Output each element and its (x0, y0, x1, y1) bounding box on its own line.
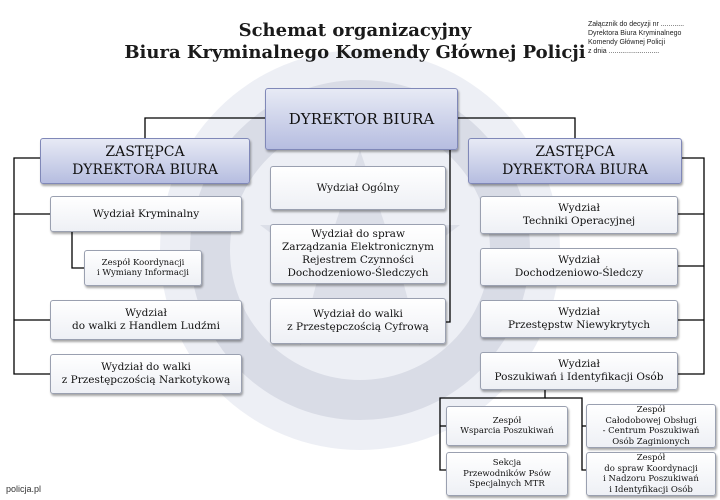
box-line: Zespół (636, 405, 666, 415)
box-line: i Wymiany Informacji (97, 268, 189, 278)
unit-box-zespol-koordynacji: Zespół Koordynacji i Wymiany Informacji (84, 250, 202, 286)
box-line: Poszukiwań i Identyfikacji Osób (494, 371, 664, 383)
box-line: Wydział (125, 307, 167, 319)
chart-subtitle: Biura Kryminalnego Komendy Głównej Polic… (124, 42, 586, 63)
annex-line: z dnia .......................... (588, 48, 660, 55)
box-line: Zespół (492, 415, 522, 426)
box-line: i Identyfikacji Osób (609, 484, 693, 495)
box-line: Wydział (558, 254, 600, 266)
box-line: Przewodników Psów (463, 468, 551, 479)
box-line: ZASTĘPCA (105, 144, 185, 160)
annex-note: Załącznik do decyzji nr ............ Dyr… (588, 20, 718, 56)
unit-box-rejestr-czynnosci: Wydział do spraw Zarządzania Elektronicz… (270, 224, 446, 284)
box-line: Osób Zaginionych (612, 436, 690, 447)
box-line: Wydział (558, 306, 600, 318)
annex-line: Komendy Głównej Policji (588, 39, 666, 46)
box-line: do spraw Koordynacji (604, 463, 698, 474)
box-line: Wsparcia Poszukiwań (460, 426, 554, 436)
box-line: Wydział (558, 358, 600, 370)
box-line: z Przestępczością Narkotykową (61, 374, 231, 386)
box-line: Zespół Koordynacji (101, 257, 185, 268)
unit-box-przestepczosc-cyfrowa: Wydział do walki z Przestępczością Cyfro… (270, 298, 446, 344)
unit-box-calodobowej-obslugi: Zespół Całodobowej Obsługi - Centrum Pos… (586, 404, 716, 448)
box-line: Specjalnych MTR (469, 479, 545, 490)
unit-box-techniki-operacyjnej: Wydział Techniki Operacyjnej (480, 196, 678, 234)
box-line: i Nadzoru Poszukiwań (603, 474, 699, 484)
box-line: - Centrum Poszukiwań (602, 426, 700, 436)
box-line: Rejestrem Czynności (302, 254, 414, 266)
source-credit: policja.pl (6, 484, 42, 494)
box-line: Dochodzeniowo-Śledczy (514, 267, 644, 279)
box-line: Wydział (558, 202, 600, 214)
unit-box-poszukiwan-identyfikacji: Wydział Poszukiwań i Identyfikacji Osób (480, 352, 678, 390)
annex-line: Dyrektora Biura Kryminalnego (588, 30, 682, 37)
box-line: Wydział do walki (101, 361, 191, 373)
unit-box-koordynacji-nadzoru: Zespół do spraw Koordynacji i Nadzoru Po… (586, 452, 716, 496)
unit-box-przewodnikow-psow: Sekcja Przewodników Psów Specjalnych MTR (446, 452, 568, 496)
unit-box-narkotykowa: Wydział do walki z Przestępczością Narko… (50, 354, 242, 394)
box-line: ZASTĘPCA (535, 144, 615, 160)
box-line: Techniki Operacyjnej (522, 215, 636, 227)
box-line: Zespół (636, 453, 666, 463)
box-line: z Przestępczością Cyfrową (287, 321, 429, 333)
box-line: Wydział Ogólny (316, 181, 400, 194)
box-line: Całodobowej Obsługi (605, 415, 697, 426)
director-box: DYREKTOR BIURA (265, 88, 458, 150)
box-line: Wydział do walki (313, 308, 403, 320)
unit-box-przestepstw-niewykrytych: Wydział Przestępstw Niewykrytych (480, 300, 678, 338)
box-line: do walki z Handlem Ludźmi (72, 320, 220, 332)
annex-line: Załącznik do decyzji nr ............ (588, 21, 685, 28)
box-line: Sekcja (492, 458, 522, 469)
box-line: Przestępstw Niewykrytych (507, 319, 651, 331)
unit-box-wsparcia-poszukiwan: Zespół Wsparcia Poszukiwań (446, 406, 568, 446)
deputy-director-left-box: ZASTĘPCA DYREKTORA BIURA (40, 138, 250, 184)
box-line: DYREKTOR BIURA (288, 110, 435, 128)
box-line: Zarządzania Elektronicznym (282, 241, 434, 253)
box-line: DYREKTORA BIURA (502, 162, 648, 178)
box-line: DYREKTORA BIURA (72, 162, 218, 178)
chart-title: Schemat organizacyjny (238, 20, 472, 41)
unit-box-handel-ludzmi: Wydział do walki z Handlem Ludźmi (50, 300, 242, 340)
deputy-director-right-box: ZASTĘPCA DYREKTORA BIURA (468, 138, 682, 184)
box-line: Wydział Kryminalny (92, 207, 200, 220)
unit-box-dochodzeniowo-sledczy: Wydział Dochodzeniowo-Śledczy (480, 248, 678, 286)
unit-box-wydzial-kryminalny: Wydział Kryminalny (50, 196, 242, 232)
unit-box-wydzial-ogolny: Wydział Ogólny (270, 166, 446, 210)
box-line: Dochodzeniowo-Śledczych (287, 267, 429, 279)
box-line: Wydział do spraw (311, 228, 405, 240)
